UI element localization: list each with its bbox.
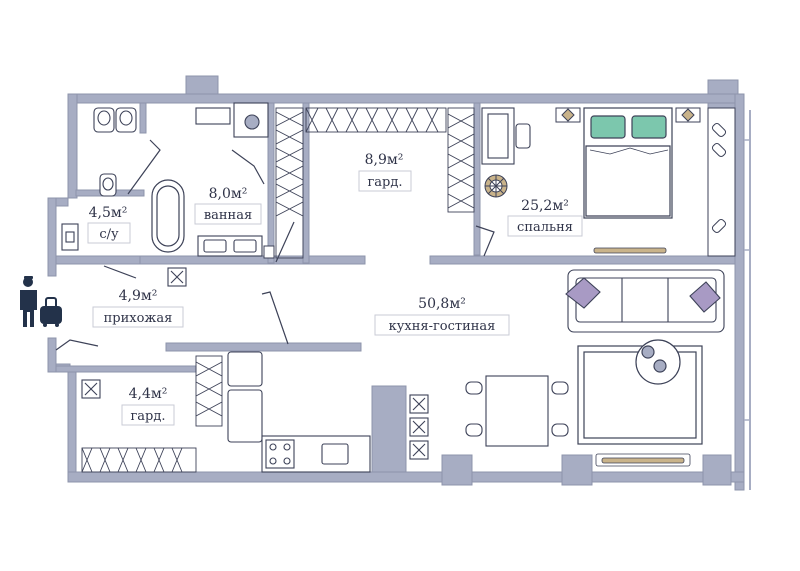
bedroom-bench xyxy=(593,247,667,254)
vent-grilles xyxy=(81,267,429,460)
sofa xyxy=(565,269,725,333)
ceiling-fan xyxy=(484,174,508,198)
room-area: 25,2м² xyxy=(521,198,569,214)
outer-walls xyxy=(47,75,745,491)
room-name: кухня-гостиная xyxy=(389,319,496,334)
shower xyxy=(195,102,269,138)
tv-rug xyxy=(577,339,703,445)
tv-console xyxy=(595,453,691,467)
room-label-wc: 4,5м² с/у xyxy=(87,205,131,244)
room-area: 4,4м² xyxy=(129,386,168,402)
room-label-closet-top: 8,9м² гард. xyxy=(358,152,412,192)
room-name: ванная xyxy=(204,208,252,223)
room-area: 4,9м² xyxy=(119,288,158,304)
interior-walls xyxy=(55,102,736,473)
door-swings xyxy=(55,139,495,351)
room-area: 8,0м² xyxy=(209,186,248,202)
bathroom-towel-rack xyxy=(263,245,275,259)
room-name: с/у xyxy=(99,227,119,242)
room-label-living: 50,8м² кухня-гостиная xyxy=(374,296,510,336)
person-with-luggage-icon xyxy=(20,276,62,327)
room-label-closet-bottom: 4,4м² гард. xyxy=(121,386,175,426)
desk xyxy=(481,107,531,165)
dining-table xyxy=(465,375,569,447)
room-area: 50,8м² xyxy=(418,296,466,312)
double-sink xyxy=(197,235,263,257)
double-bed xyxy=(583,107,673,219)
nightstands xyxy=(555,107,701,123)
bathtub xyxy=(151,179,185,253)
toilet-top xyxy=(93,107,137,133)
room-name: гард. xyxy=(367,175,402,190)
room-label-hall: 4,9м² прихожая xyxy=(92,288,184,328)
room-label-bedroom: 25,2м² спальня xyxy=(507,198,583,237)
room-name: спальня xyxy=(517,220,573,235)
room-area: 4,5м² xyxy=(89,205,128,221)
wc-sink xyxy=(61,223,79,251)
toilet-wc xyxy=(99,173,117,197)
room-name: прихожая xyxy=(104,311,173,326)
wardrobes xyxy=(81,107,475,473)
room-label-bath: 8,0м² ванная xyxy=(194,186,262,225)
window-seat xyxy=(707,107,736,257)
room-area: 8,9м² xyxy=(365,152,404,168)
kitchen-units xyxy=(227,351,371,473)
room-name: гард. xyxy=(130,409,165,424)
